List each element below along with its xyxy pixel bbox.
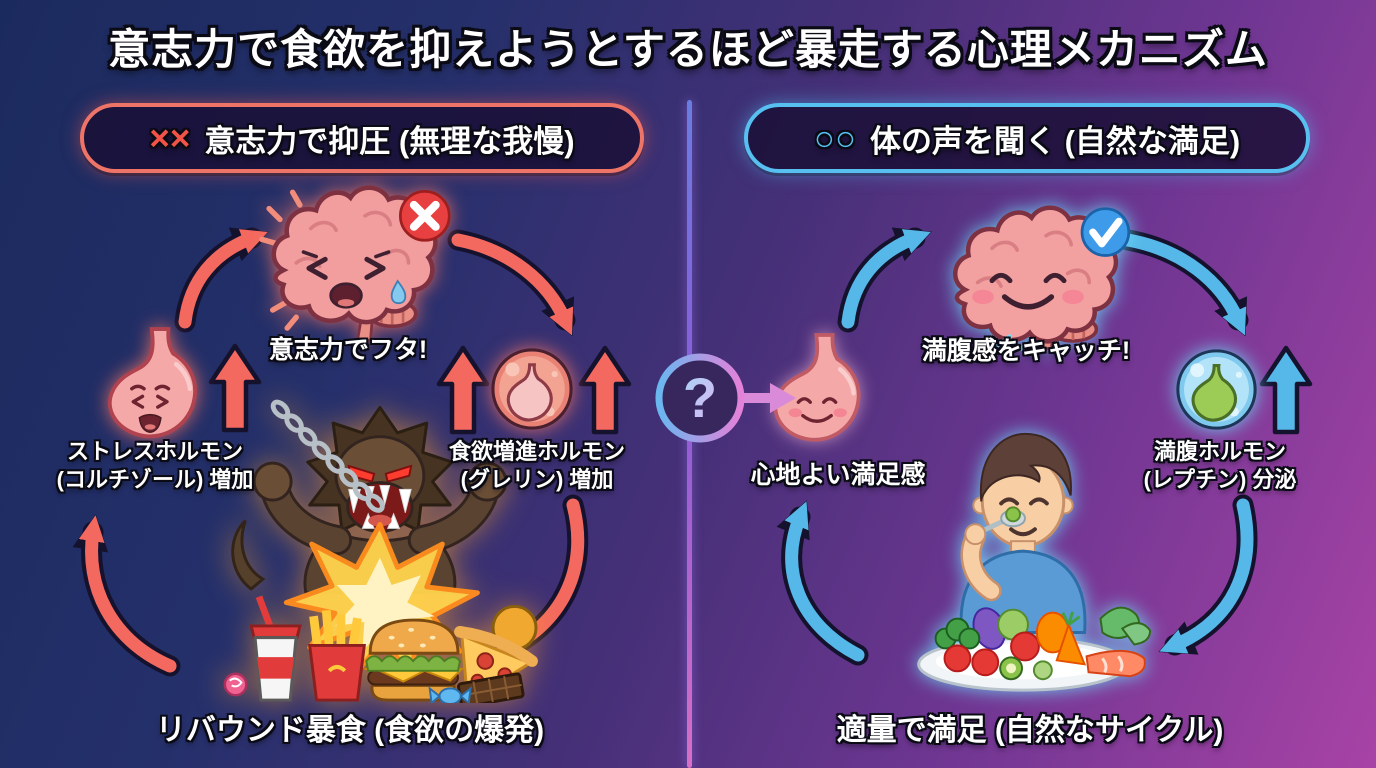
stressed-brain-icon xyxy=(259,185,451,343)
distressed-face xyxy=(130,384,171,409)
x-badge-icon xyxy=(399,190,451,242)
willpower-lid-label: 意志力でフタ! xyxy=(268,336,428,364)
fullness-catch-label: 満腹感をキャッチ! xyxy=(921,337,1131,365)
smile xyxy=(1001,294,1055,310)
leptin-bubble-icon xyxy=(1176,349,1257,430)
clenched-fist xyxy=(252,461,293,502)
left-header-label: 意志力で抑圧 (無理な我慢) xyxy=(204,123,575,159)
right-arrow-icon xyxy=(770,383,796,413)
double-x-icon: ×× xyxy=(149,118,191,158)
happy-brain-icon xyxy=(953,205,1131,351)
stomach-glyph xyxy=(506,363,553,422)
stress-hormone-label: ストレスホルモン (コルチゾール) 増加 xyxy=(56,439,254,492)
leptin-label: 満腹ホルモン (レプチン) 分泌 xyxy=(1143,439,1297,492)
arrow-leptin-to-meal xyxy=(1158,494,1258,656)
ghrelin-label: 食欲増進ホルモン (グレリン) 増加 xyxy=(448,439,626,492)
up-arrow-stress-icon xyxy=(208,343,262,433)
moderation-label: 適量で満足 (自然なサイクル) xyxy=(836,714,1224,747)
happy-eyes xyxy=(989,272,1067,284)
vegetable-plate xyxy=(917,606,1152,692)
up-arrow-ghrelin-right-icon xyxy=(578,345,632,435)
left-header-pill: ×× 意志力で抑圧 (無理な我慢) xyxy=(80,103,644,173)
arrow-meal-to-satisfaction xyxy=(776,500,869,666)
sweat-drop-icon xyxy=(390,279,407,305)
satisfaction-label: 心地よい満足感 xyxy=(750,461,926,489)
page-title: 意志力で食欲を抑えようとするほど暴走する心理メカニズム xyxy=(108,26,1268,73)
hair xyxy=(979,432,1072,502)
up-arrow-leptin-icon xyxy=(1259,345,1313,435)
rebound-binge-label: リバウンド暴食 (食欲の爆発) xyxy=(155,714,545,747)
right-header-pill: ○○ 体の声を聞く (自然な満足) xyxy=(744,103,1310,173)
arrow-satisfaction-to-brain xyxy=(837,227,932,333)
arrow-binge-to-stress xyxy=(72,514,181,677)
stomach-glyph xyxy=(1191,364,1238,422)
person-eating-icon xyxy=(917,432,1152,692)
person-figure xyxy=(959,432,1087,635)
sad-stomach-icon xyxy=(108,327,197,439)
chain-icon xyxy=(270,399,385,513)
arrow-brain-to-ghrelin xyxy=(447,229,576,337)
double-circle-icon: ○○ xyxy=(813,118,856,158)
junk-food-icon xyxy=(223,595,538,703)
angry-eye xyxy=(384,464,413,483)
scrunched-eyes xyxy=(301,250,391,280)
arrow-brain-to-leptin xyxy=(1117,229,1249,337)
ghrelin-bubble-icon xyxy=(491,348,573,430)
check-badge-icon xyxy=(1080,207,1131,257)
clenched-fist xyxy=(467,461,508,502)
binge-scene xyxy=(223,399,538,703)
wailing-mouth xyxy=(329,282,363,309)
happy-stomach-icon xyxy=(773,333,861,442)
question-mark: ? xyxy=(683,366,717,429)
beast-icon xyxy=(231,399,508,595)
arrow-stress-to-brain xyxy=(174,227,269,333)
content-face xyxy=(796,397,838,423)
question-hub: ? xyxy=(655,353,796,443)
salmon xyxy=(1085,649,1146,678)
up-arrow-ghrelin-left-icon xyxy=(436,345,490,435)
right-header-label: 体の声を聞く (自然な満足) xyxy=(870,123,1241,159)
